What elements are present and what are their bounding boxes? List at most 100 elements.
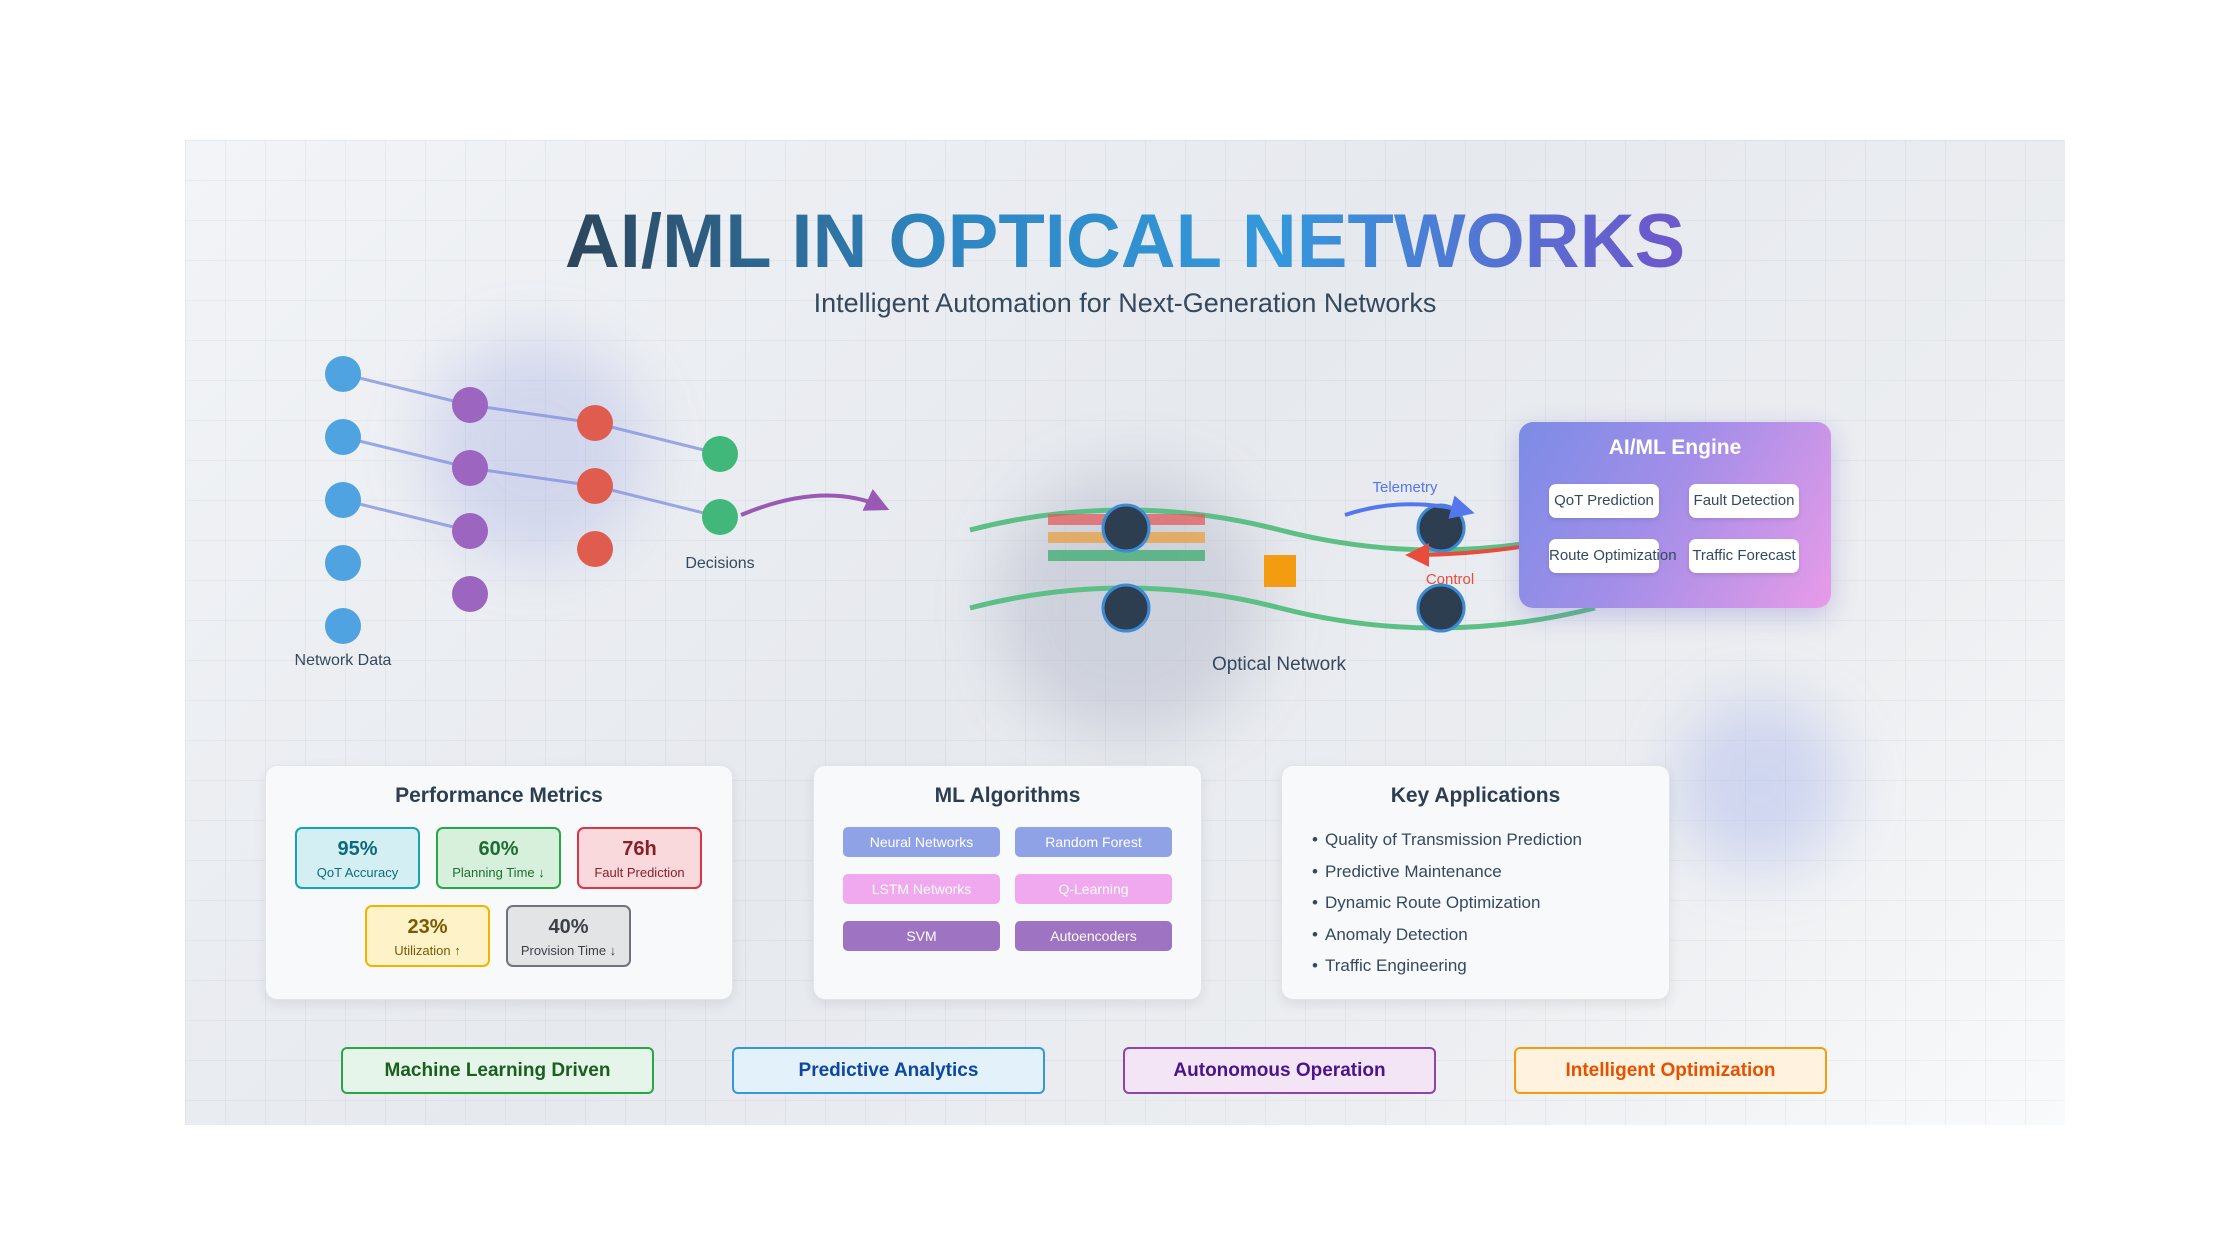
key-applications-title: Key Applications (1390, 784, 1561, 807)
list-item: • Dynamic Route Optimization (1312, 887, 1582, 919)
bullet-icon: • (1312, 893, 1318, 912)
optical-network-label: Optical Network (1212, 654, 1347, 675)
bullet-icon: • (1312, 830, 1318, 849)
nn-link (594, 421, 721, 456)
metric-qot-accuracy: 95% QoT Accuracy (295, 827, 420, 889)
hidden-node (452, 387, 488, 423)
hidden-node (577, 405, 613, 441)
input-layer (325, 356, 361, 644)
metric-value: 76h (622, 838, 657, 860)
neural-connections (342, 372, 721, 533)
tag-machine-learning-driven[interactable]: Machine Learning Driven (341, 1047, 654, 1094)
metric-label: Utilization ↑ (394, 943, 461, 958)
algo-autoencoders[interactable]: Autoencoders (1015, 921, 1172, 951)
metric-label: Provision Time ↓ (520, 943, 617, 958)
nn-link (342, 435, 471, 470)
application-text: Quality of Transmission Prediction (1325, 830, 1582, 849)
algo-neural-networks[interactable]: Neural Networks (843, 827, 1000, 857)
telemetry-arrow (1344, 495, 1475, 519)
list-item: • Anomaly Detection (1312, 919, 1582, 951)
ml-algorithms-title: ML Algorithms (934, 784, 1081, 807)
applications-list: • Quality of Transmission Prediction • Pre… (1312, 824, 1582, 982)
page-subtitle: Intelligent Automation for Next-Generati… (813, 288, 1437, 318)
optical-node (1416, 583, 1466, 633)
metric-value: 95% (337, 838, 378, 860)
decisions-label: Decisions (685, 555, 754, 572)
input-node (325, 419, 361, 455)
nn-link (469, 403, 596, 425)
list-item: • Predictive Maintenance (1312, 856, 1582, 888)
algo-svm[interactable]: SVM (843, 921, 1000, 951)
hidden-node (577, 468, 613, 504)
slide-canvas: AI/ML IN OPTICAL NETWORKS Intelligent Au… (185, 140, 2065, 1125)
tag-autonomous-operation[interactable]: Autonomous Operation (1123, 1047, 1436, 1094)
nn-link (594, 484, 721, 519)
algo-lstm-networks[interactable]: LSTM Networks (843, 874, 1000, 904)
hidden-node (452, 513, 488, 549)
page-title: AI/ML IN OPTICAL NETWORKS (185, 198, 2065, 285)
metric-label: Fault Prediction (594, 865, 685, 880)
performance-metrics-card: Performance Metrics 95% QoT Accuracy 60%… (265, 765, 733, 1000)
hidden-layer-2 (577, 405, 613, 567)
amplifier-icon (1264, 555, 1296, 587)
fiber-link-upper (969, 507, 1596, 553)
chip-route-optimization[interactable]: Route Optimization (1549, 539, 1677, 573)
metric-value: 23% (407, 916, 448, 938)
metric-value: 40% (548, 916, 589, 938)
application-text: Predictive Maintenance (1325, 861, 1502, 881)
metric-utilization: 23% Utilization ↑ (365, 905, 490, 967)
metric-fault-prediction: 76h Fault Prediction (577, 827, 702, 889)
metric-label: QoT Accuracy (316, 865, 399, 880)
wavelength-green (1048, 550, 1205, 561)
metric-provision-time: 40% Provision Time ↓ (506, 905, 631, 967)
input-node (325, 356, 361, 392)
output-node (702, 499, 738, 535)
hidden-node (577, 531, 613, 567)
application-text: Traffic Engineering (1325, 956, 1467, 975)
control-label: Control (1426, 571, 1474, 588)
network-data-label: Network Data (295, 652, 392, 669)
aiml-engine-box: AI/ML Engine QoT Prediction Fault Detect… (1519, 422, 1831, 608)
optical-nodes (1101, 503, 1466, 633)
application-text: Anomaly Detection (1325, 924, 1468, 944)
glow-corner (1675, 700, 1845, 870)
key-applications-card: Key Applications • Quality of Transmissio… (1281, 765, 1670, 1000)
metric-planning-time: 60% Planning Time ↓ (436, 827, 561, 889)
tag-predictive-analytics[interactable]: Predictive Analytics (732, 1047, 1045, 1094)
nn-link (342, 372, 471, 407)
flow-arrow (740, 489, 890, 517)
optical-node (1101, 503, 1151, 553)
input-node (325, 482, 361, 518)
metric-label: Planning Time ↓ (452, 865, 545, 880)
bullet-icon: • (1312, 861, 1318, 881)
fiber-link-lower (969, 585, 1596, 631)
diagram-svg: Network Data Decisions Telemetry Control… (295, 356, 1596, 675)
chip-traffic-forecast[interactable]: Traffic Forecast (1689, 539, 1799, 573)
hidden-node (452, 576, 488, 612)
telemetry-label: Telemetry (1372, 479, 1438, 496)
chip-qot-prediction[interactable]: QoT Prediction (1549, 484, 1659, 518)
ml-algorithms-card: ML Algorithms Neural Networks Random For… (813, 765, 1202, 1000)
output-node (702, 436, 738, 472)
list-item: • Quality of Transmission Prediction (1312, 824, 1582, 856)
algo-random-forest[interactable]: Random Forest (1015, 827, 1172, 857)
tag-intelligent-optimization[interactable]: Intelligent Optimization (1514, 1047, 1827, 1094)
performance-metrics-title: Performance Metrics (395, 784, 603, 807)
input-node (325, 545, 361, 581)
list-item: • Traffic Engineering (1312, 950, 1582, 982)
chip-fault-detection[interactable]: Fault Detection (1689, 484, 1799, 518)
nn-link (469, 466, 596, 488)
optical-node (1101, 583, 1151, 633)
application-text: Dynamic Route Optimization (1325, 893, 1541, 912)
hidden-node (452, 450, 488, 486)
algo-q-learning[interactable]: Q-Learning (1015, 874, 1172, 904)
metric-value: 60% (478, 838, 519, 860)
input-node (325, 608, 361, 644)
optical-node (1416, 503, 1466, 553)
bullet-icon: • (1312, 956, 1318, 975)
hidden-layer-1 (452, 387, 488, 612)
output-layer (702, 436, 738, 535)
nn-link (342, 498, 471, 533)
bullet-icon: • (1312, 924, 1318, 944)
aiml-engine-title: AI/ML Engine (1608, 436, 1742, 459)
